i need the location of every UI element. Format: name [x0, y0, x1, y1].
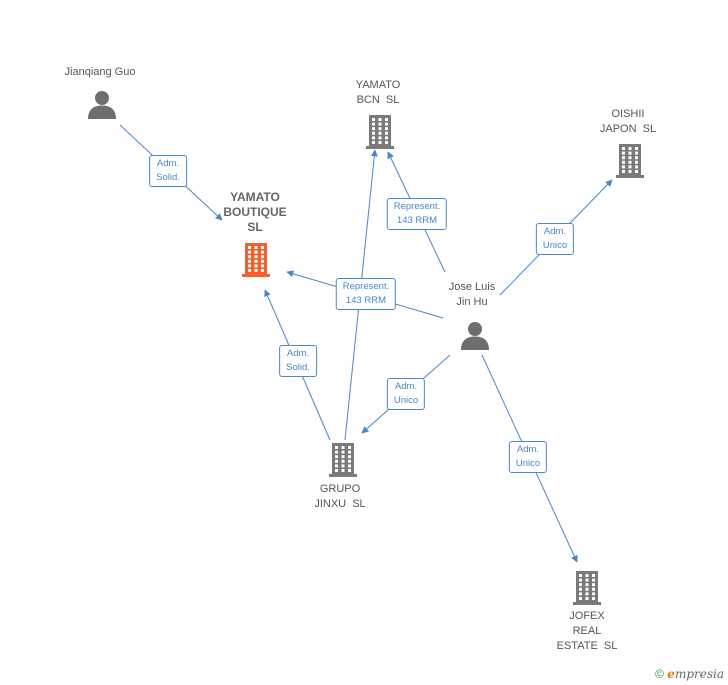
edge-label[interactable]: Adm. Unico — [508, 441, 548, 473]
node-label-jose[interactable]: Jose Luis Jin Hu — [448, 281, 496, 308]
brand-rest: mpresia — [674, 667, 724, 681]
node-oishii[interactable] — [615, 142, 645, 183]
node-grupo[interactable] — [328, 441, 358, 482]
node-jofex[interactable] — [572, 569, 602, 610]
person-icon — [88, 91, 116, 119]
footer-brand: © empresia — [655, 667, 724, 681]
node-label-grupo[interactable]: GRUPO JINXU SL — [314, 483, 366, 510]
empresia-logo: empresia — [667, 667, 724, 681]
person-icon — [461, 322, 489, 350]
building-icon — [616, 144, 644, 178]
node-label-yamato_bcn[interactable]: YAMATO BCN SL — [355, 79, 401, 106]
node-jose[interactable] — [460, 320, 490, 355]
edge-label[interactable]: Represent. 143 RRM — [335, 278, 397, 310]
building-icon — [573, 571, 601, 605]
edge-label[interactable]: Adm. Solid. — [149, 155, 187, 187]
edge-label[interactable]: Represent. 143 RRM — [386, 198, 448, 230]
building-icon — [366, 115, 394, 149]
brand-initial: e — [667, 667, 675, 681]
node-label-yamato_boutique[interactable]: YAMATO BOUTIQUE SL — [223, 190, 287, 234]
node-label-oishii[interactable]: OISHII JAPON SL — [599, 108, 657, 135]
copyright-symbol: © — [655, 667, 664, 681]
node-jianqiang[interactable] — [87, 89, 117, 124]
building-icon — [242, 243, 270, 277]
node-label-jofex[interactable]: JOFEX REAL ESTATE SL — [556, 610, 618, 652]
node-yamato_bcn[interactable] — [365, 113, 395, 154]
node-label-jianqiang[interactable]: Jianqiang Guo — [64, 66, 136, 78]
building-icon — [329, 443, 357, 477]
edge-label[interactable]: Adm. Unico — [386, 378, 426, 410]
edge-label[interactable]: Adm. Unico — [535, 223, 575, 255]
node-yamato_boutique[interactable] — [241, 241, 271, 282]
edge-label[interactable]: Adm. Solid. — [279, 345, 317, 377]
